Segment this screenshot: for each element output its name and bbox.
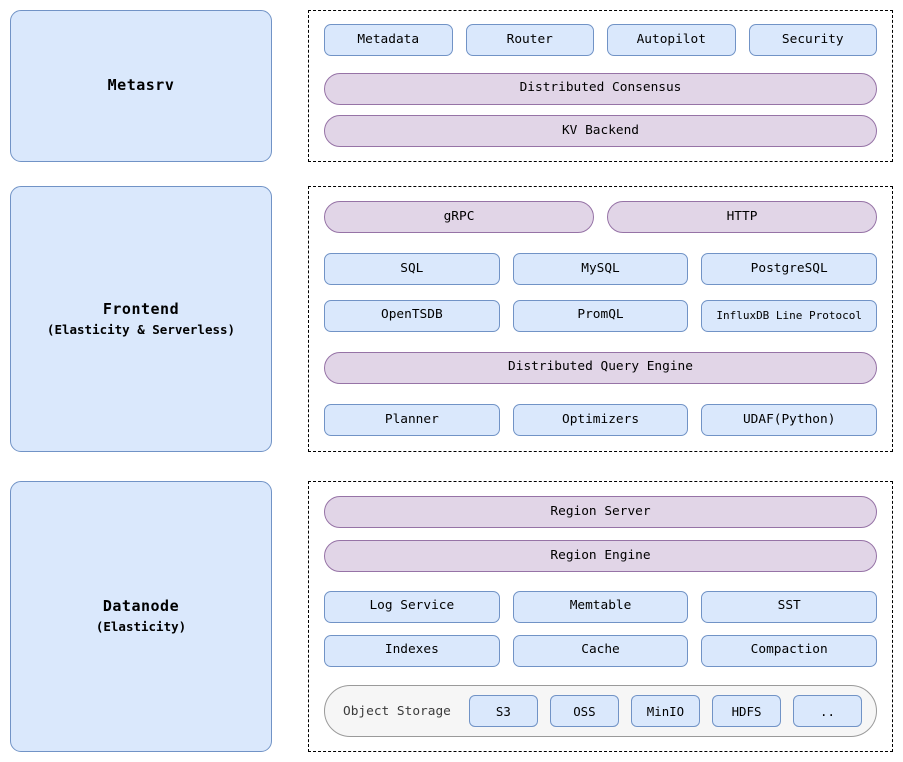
component-band-datanode-region-server: Region Server bbox=[324, 496, 877, 528]
object-storage-group: Object Storage S3 OSS MinIO HDFS.. bbox=[324, 685, 877, 737]
component-node[interactable]: HTTP bbox=[607, 201, 877, 233]
component-node[interactable]: Region Engine bbox=[324, 540, 877, 573]
architecture-row-frontend: Frontend (Elasticity & Serverless) gRPC HTT… bbox=[0, 186, 893, 452]
component-node[interactable]: Region Server bbox=[324, 496, 877, 528]
component-band-datanode-region-engine: Region Engine bbox=[324, 540, 877, 573]
role-panel-datanode[interactable]: Datanode (Elasticity) bbox=[10, 481, 272, 752]
role-title: Metasrv bbox=[107, 76, 175, 95]
storage-backend-chip[interactable]: HDFS bbox=[711, 695, 781, 727]
component-node[interactable]: Security bbox=[748, 24, 877, 56]
storage-backend-chip[interactable]: OSS bbox=[549, 695, 619, 727]
component-node[interactable]: KV Backend bbox=[324, 115, 877, 147]
component-node[interactable]: SST bbox=[701, 590, 878, 623]
component-node[interactable]: Distributed Consensus bbox=[324, 72, 877, 105]
component-node[interactable]: MySQL bbox=[512, 253, 689, 286]
component-node[interactable]: PromQL bbox=[512, 299, 689, 332]
component-band-frontend-query-parts: Planner Optimizers UDAF(Python) bbox=[324, 404, 878, 436]
component-node[interactable]: Memtable bbox=[512, 590, 689, 623]
component-band-frontend-dialects-1: SQL MySQL PostgreSQL bbox=[324, 253, 878, 286]
component-band-metasrv-services: Metadata Router Autopilot Security bbox=[324, 24, 877, 56]
component-node[interactable]: Autopilot bbox=[607, 24, 736, 56]
component-node[interactable]: InfluxDB Line Protocol bbox=[701, 299, 878, 332]
role-panel-frontend[interactable]: Frontend (Elasticity & Serverless) bbox=[10, 186, 272, 452]
component-node[interactable]: PostgreSQL bbox=[701, 253, 878, 286]
component-node[interactable]: Planner bbox=[324, 404, 500, 436]
role-title: Datanode bbox=[102, 597, 180, 616]
role-subtitle: (Elasticity) bbox=[95, 619, 187, 634]
component-band-datanode-storage-1: Log Service Memtable SST bbox=[324, 590, 878, 623]
role-panel-metasrv[interactable]: Metasrv bbox=[10, 10, 272, 162]
storage-backend-chip[interactable]: .. bbox=[793, 695, 863, 727]
component-node[interactable]: OpenTSDB bbox=[324, 299, 500, 332]
component-node[interactable]: Optimizers bbox=[512, 404, 689, 436]
component-node[interactable]: Indexes bbox=[324, 634, 500, 667]
component-band-metasrv-kv: KV Backend bbox=[324, 115, 877, 147]
component-node[interactable]: Distributed Query Engine bbox=[324, 351, 877, 384]
component-node[interactable]: SQL bbox=[324, 253, 500, 286]
role-title: Frontend bbox=[102, 299, 180, 318]
component-node[interactable]: gRPC bbox=[324, 201, 594, 233]
component-band-frontend-dialects-2: OpenTSDB PromQL InfluxDB Line Protocol bbox=[324, 299, 878, 332]
component-band-metasrv-consensus: Distributed Consensus bbox=[324, 72, 877, 105]
storage-backend-chip[interactable]: S3 bbox=[468, 695, 538, 727]
role-subtitle: (Elasticity & Serverless) bbox=[46, 321, 236, 337]
storage-backend-chip[interactable]: MinIO bbox=[630, 695, 700, 727]
object-storage-label: Object Storage bbox=[343, 703, 451, 719]
component-band-frontend-query-engine: Distributed Query Engine bbox=[324, 351, 877, 384]
component-group-frontend: gRPC HTTP SQL MySQL PostgreSQL OpenTSDB PromQL… bbox=[308, 186, 893, 452]
component-band-frontend-protocols: gRPC HTTP bbox=[324, 201, 877, 233]
component-node[interactable]: UDAF(Python) bbox=[701, 404, 878, 436]
component-node[interactable]: Log Service bbox=[324, 590, 500, 623]
component-band-datanode-storage-2: Indexes Cache Compaction bbox=[324, 634, 878, 667]
component-node[interactable]: Metadata bbox=[324, 24, 453, 56]
component-node[interactable]: Compaction bbox=[701, 634, 878, 667]
component-node[interactable]: Router bbox=[465, 24, 594, 56]
component-node[interactable]: Cache bbox=[512, 634, 689, 667]
